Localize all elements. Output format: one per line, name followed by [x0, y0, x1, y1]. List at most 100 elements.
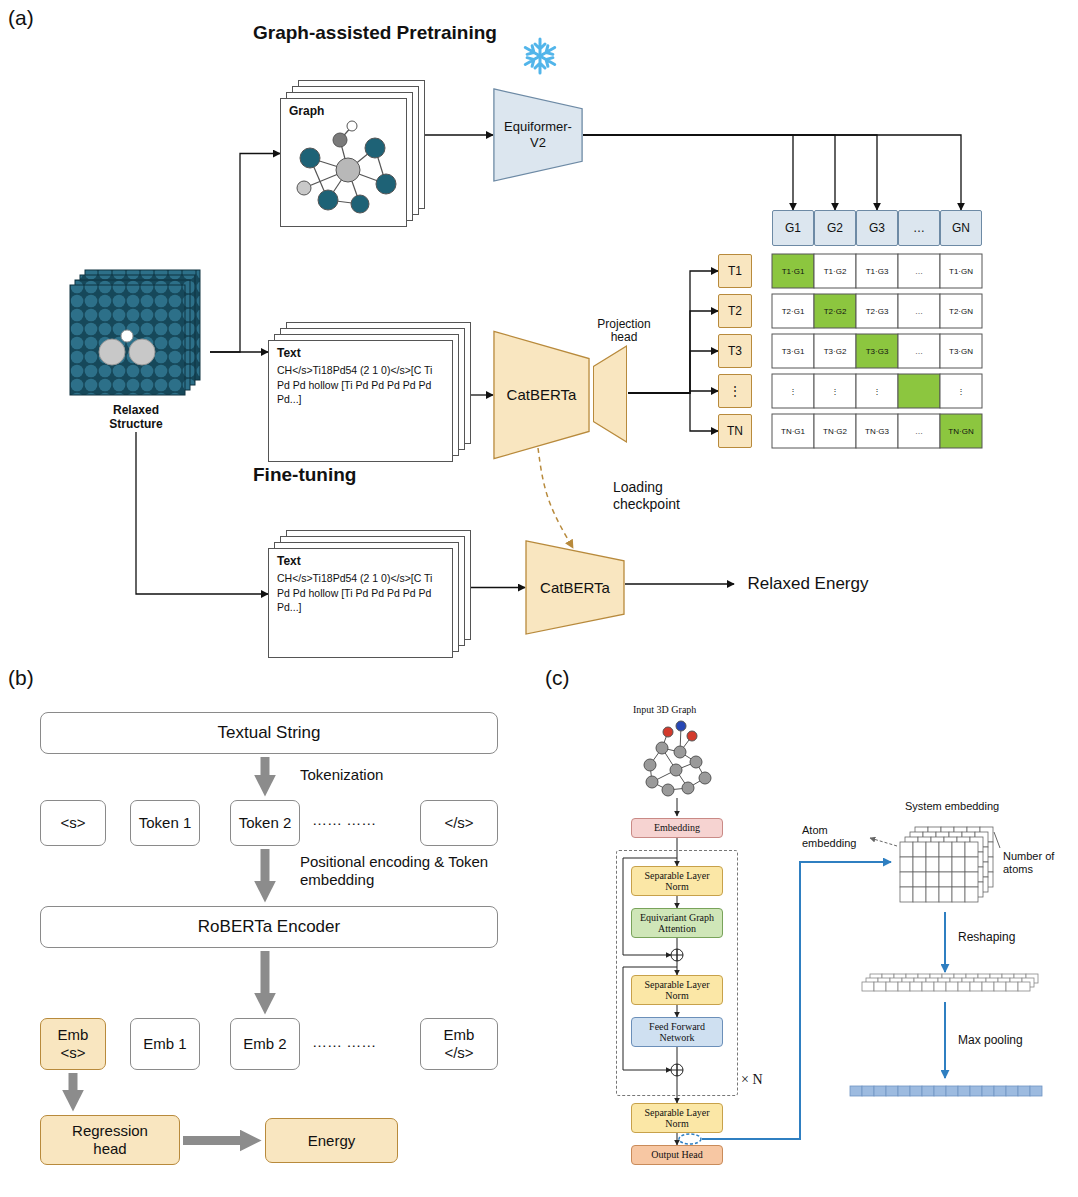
connector: [677, 896, 678, 908]
reshaped-cell: [994, 982, 1006, 991]
node-label: Output Head: [651, 1149, 702, 1161]
node-label: Emb <s>: [53, 1026, 93, 1062]
matrix-cell-text: T1·G3: [856, 254, 898, 288]
node-label: ⋮: [729, 384, 741, 398]
matrix-cell: [772, 414, 814, 448]
edge-label: Loading checkpoint: [612, 478, 694, 514]
node-label: Separable Layer Norm: [638, 1107, 716, 1129]
graph-atom: [656, 742, 668, 754]
graph-picture: [290, 118, 398, 214]
embedding-grid-cell: [913, 887, 926, 902]
snowflake-arm: [523, 43, 557, 69]
layer-box: Equivariant Graph Attention: [631, 908, 723, 938]
node-label: T2: [728, 304, 742, 318]
matrix-cell: [940, 294, 982, 328]
connector: [538, 448, 573, 548]
embedding-grid-cell: [900, 842, 913, 857]
embedding-box: Emb </s>: [420, 1018, 498, 1070]
node-label: Relaxed Structure: [100, 404, 172, 432]
connector: [583, 135, 877, 210]
connector: [425, 134, 493, 135]
pooled-cell: [862, 1086, 874, 1096]
graph-atom: [676, 721, 686, 731]
embedding-box: Emb 1: [130, 1018, 200, 1070]
node-label: CatBERTa: [540, 579, 610, 597]
graph-atom: [347, 121, 357, 131]
embedding-grid-cell: [939, 887, 952, 902]
matrix-cell: [898, 254, 940, 288]
adsorbate-atom: [99, 339, 125, 365]
node-label: GN: [952, 221, 970, 235]
matrix-cell: [940, 374, 982, 408]
connector: [677, 1133, 678, 1145]
matrix-cell-text: T3·G2: [814, 334, 856, 368]
text-embedding-box: T3: [718, 334, 752, 368]
embedding-grid-cell: [926, 887, 939, 902]
step-label: Tokenization: [300, 766, 383, 783]
pooled-cell: [982, 1086, 994, 1096]
pooled-cell: [922, 1086, 934, 1096]
graph-atom: [682, 782, 694, 794]
layer-box: Separable Layer Norm: [631, 975, 723, 1005]
node-body: CH</s>Ti18Pd54 (2 1 0)</s>[C Ti Pd Pd ho…: [277, 571, 444, 614]
layer-box: Feed Forward Network: [631, 1017, 723, 1047]
trapezoid-outline: [593, 345, 627, 443]
connector: [628, 393, 718, 431]
matrix-cell: [856, 334, 898, 368]
ellipsis: …… ……: [312, 811, 376, 828]
node-label: Energy: [308, 1132, 356, 1150]
layer-box: Output Head: [631, 1145, 723, 1165]
trapezoid: [494, 89, 582, 181]
step-label: Reshaping: [958, 930, 1015, 944]
panel-label: (a): [8, 6, 34, 30]
embedding-grid-cell: [965, 872, 978, 887]
flow-arrow: [261, 951, 270, 997]
trapezoid: [593, 346, 626, 442]
matrix-cell: [940, 334, 982, 368]
matrix-cell: [772, 374, 814, 408]
matrix-cell: [814, 374, 856, 408]
adsorbate-atom: [129, 339, 155, 365]
token-box: Token 1: [130, 800, 200, 846]
connector: [471, 587, 525, 588]
grids: [772, 254, 1042, 1096]
layer-box: Separable Layer Norm: [631, 866, 723, 896]
graph-atom: [699, 772, 711, 784]
embedding-box: Emb <s>: [40, 1018, 106, 1070]
matrix-cell: [772, 294, 814, 328]
graph-atom: [300, 148, 320, 168]
matrix-cell: [856, 374, 898, 408]
node-label: Projection head: [588, 318, 660, 344]
graph-atom: [663, 727, 673, 737]
matrix-cell: [772, 254, 814, 288]
connector: [628, 271, 718, 393]
process-box: Textual String: [40, 712, 498, 754]
matrix-cell-text: …: [898, 334, 940, 368]
token-box: Token 2: [230, 800, 300, 846]
graph-atom: [336, 158, 360, 182]
connector: [625, 583, 734, 584]
matrix-cell: [898, 374, 940, 408]
node-label: Regression head: [66, 1122, 154, 1158]
text-embedding-box: T2: [718, 294, 752, 328]
matrix-cell-text: …: [898, 254, 940, 288]
embedding-grid-cell: [965, 887, 978, 902]
embedding-grid-cell: [900, 887, 913, 902]
matrix-cell-text: TN·G1: [772, 414, 814, 448]
node-label: Token 1: [139, 814, 192, 832]
figure-label: Input 3D Graph: [633, 704, 696, 715]
matrix-cell-text: ⋮: [940, 374, 982, 408]
embedding-grid-cell: [939, 857, 952, 872]
embedding-grid-cell: [965, 857, 978, 872]
callout-label: System embedding: [905, 800, 999, 812]
pooled-cell: [850, 1086, 862, 1096]
flow-arrow: [261, 849, 270, 885]
reshaped-cell: [862, 982, 874, 991]
ellipsis: …… ……: [312, 1033, 376, 1050]
graph-atom: [670, 764, 682, 776]
matrix-cell-text: TN·GN: [940, 414, 982, 448]
reshaped-cell: [958, 982, 970, 991]
node-label: Text: [277, 346, 444, 360]
snowflake-arm: [523, 43, 557, 69]
matrix-cell-text: T3·GN: [940, 334, 982, 368]
